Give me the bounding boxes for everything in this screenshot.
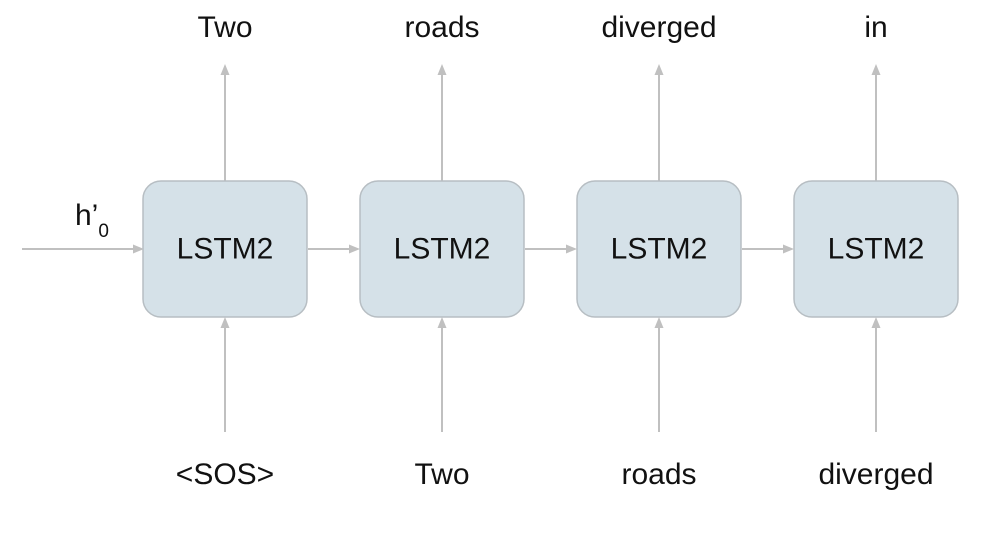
initial-state-label: h’0	[75, 199, 109, 242]
lstm-cell-label: LSTM2	[611, 233, 708, 266]
lstm-cell-box	[359, 180, 525, 318]
lstm-cell: LSTM2 in diverged	[793, 11, 959, 491]
lstm-cell-box	[142, 180, 308, 318]
input-arrow	[871, 317, 881, 432]
input-arrow	[220, 317, 230, 432]
output-arrow	[437, 64, 447, 181]
output-word: in	[864, 11, 887, 44]
output-word: diverged	[601, 11, 716, 44]
input-word: diverged	[818, 458, 933, 491]
lstm-cell-label: LSTM2	[828, 233, 925, 266]
recurrent-arrow	[308, 244, 360, 254]
input-word: <SOS>	[176, 458, 274, 491]
input-word: roads	[621, 458, 696, 491]
output-arrow	[871, 64, 881, 181]
output-arrow	[220, 64, 230, 181]
lstm-cell-label: LSTM2	[394, 233, 491, 266]
input-word: Two	[414, 458, 469, 491]
initial-state-subscript: 0	[98, 221, 109, 242]
lstm-cell: LSTM2 Two <SOS>	[142, 11, 308, 491]
output-arrow	[654, 64, 664, 181]
initial-state-symbol: h’	[75, 199, 98, 232]
output-word: roads	[404, 11, 479, 44]
input-arrow	[654, 317, 664, 432]
recurrent-arrow	[525, 244, 577, 254]
recurrent-arrow	[742, 244, 794, 254]
lstm-cell: LSTM2 diverged roads	[576, 11, 742, 491]
initial-state-arrow	[22, 244, 144, 254]
lstm-cell-box	[576, 180, 742, 318]
input-arrow	[437, 317, 447, 432]
lstm-cell-label: LSTM2	[177, 233, 274, 266]
output-word: Two	[197, 11, 252, 44]
lstm-cell: LSTM2 roads Two	[359, 11, 525, 491]
lstm-cell-box	[793, 180, 959, 318]
